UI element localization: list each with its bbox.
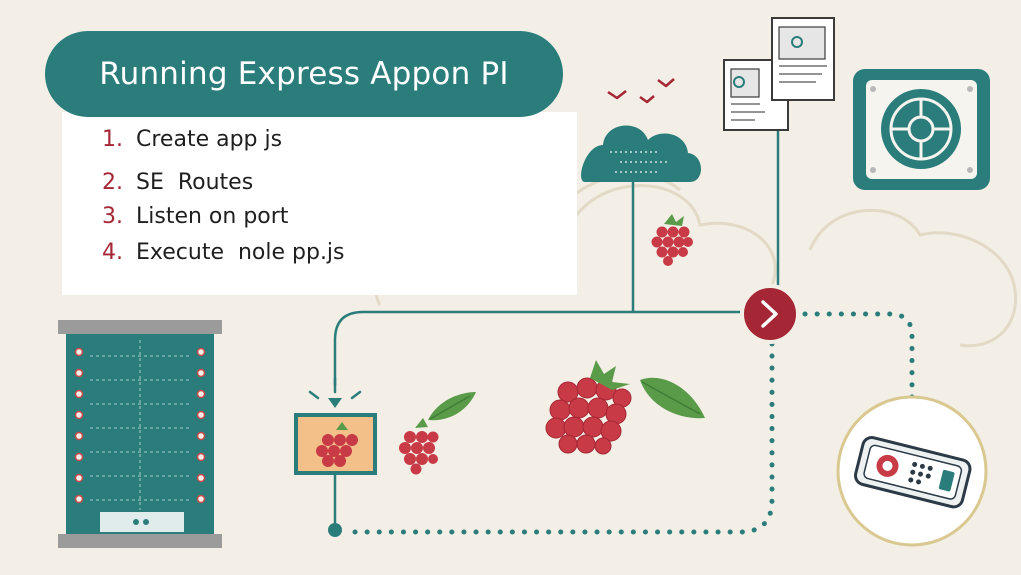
step-item: 1. Create app js (102, 127, 282, 152)
cloud-icon-center (581, 125, 702, 182)
raspberry-frame-icon (294, 413, 377, 475)
step-number: 2. (102, 170, 123, 195)
phone-card-icon (836, 395, 988, 547)
dotted-connectors (352, 311, 915, 535)
step-number: 4. (102, 240, 123, 265)
step-text: Create app js (136, 127, 283, 152)
raspberry-icon-medium (399, 392, 476, 475)
raspberry-icon-small-top (651, 214, 693, 266)
step-item: 3. Listen on port (102, 204, 288, 229)
step-text: Listen on port (136, 204, 289, 229)
step-item: 4. Execute nole pp.js (102, 240, 345, 265)
dotted-path-bottom (352, 339, 775, 535)
step-text: SE Routes (136, 170, 254, 195)
main-flow-line (333, 310, 745, 385)
dotted-path-right (802, 311, 915, 405)
fan-box-icon (853, 69, 990, 190)
step-item: 2. SE Routes (102, 170, 253, 195)
step-number: 1. (102, 127, 123, 152)
server-rack-icon (58, 320, 222, 548)
connector-lines (333, 118, 780, 527)
document-icon-front (771, 17, 835, 101)
bird-icons (607, 78, 675, 104)
arrow-node-icon (740, 284, 800, 344)
page-title: Running Express Appon PI (45, 31, 563, 117)
step-number: 3. (102, 204, 123, 229)
raspberry-icon-large (545, 360, 705, 455)
step-text: Execute nole pp.js (136, 240, 345, 265)
signal-node (308, 376, 362, 537)
steps-card: 1. Create app js 2. SE Routes 3. Listen on … (62, 112, 577, 295)
